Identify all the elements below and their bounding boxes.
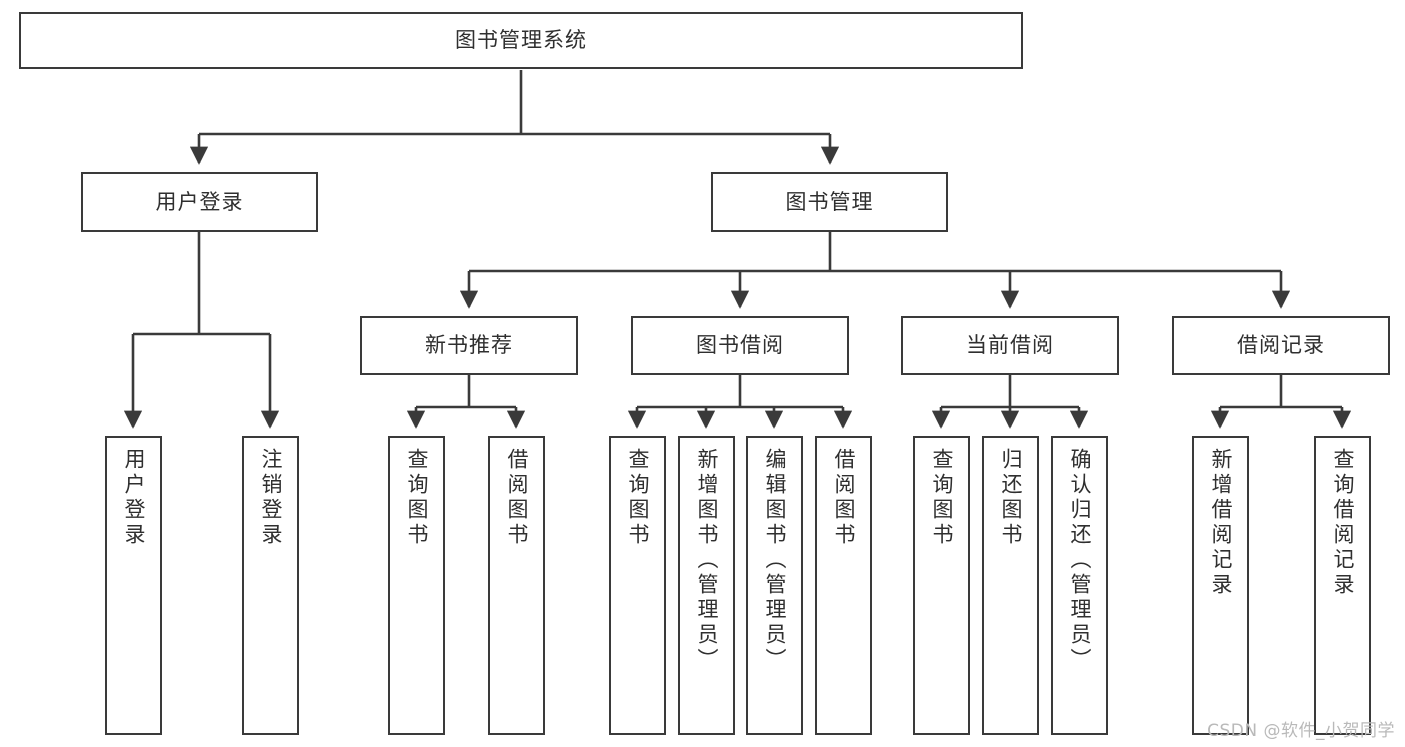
node-root-label: 图书管理系统 — [455, 28, 587, 53]
node-user-login-label: 用户登录 — [155, 189, 244, 214]
leaf-user-logout[interactable]: 注销登录 — [242, 436, 299, 735]
leaf-user-logout-label: 注销登录 — [259, 448, 283, 548]
leaf-borrow-book-1-label: 借阅图书 — [505, 448, 529, 548]
leaf-borrow-book-2-label: 借阅图书 — [832, 448, 856, 548]
leaf-return-book-label: 归还图书 — [999, 448, 1023, 548]
leaf-add-book[interactable]: 新增图书（管理员） — [678, 436, 735, 735]
leaf-return-book[interactable]: 归还图书 — [982, 436, 1039, 735]
leaf-add-record[interactable]: 新增借阅记录 — [1192, 436, 1249, 735]
node-root[interactable]: 图书管理系统 — [19, 12, 1023, 69]
leaf-query-book-1-label: 查询图书 — [405, 448, 429, 548]
leaf-query-book-2-label: 查询图书 — [626, 448, 650, 548]
leaf-edit-book[interactable]: 编辑图书（管理员） — [746, 436, 803, 735]
node-borrow-record-label: 借阅记录 — [1237, 333, 1325, 358]
node-book-manage-label: 图书管理 — [785, 189, 874, 214]
node-book-borrow[interactable]: 图书借阅 — [631, 316, 849, 375]
csdn-watermark: CSDN @软件_小贺同学 — [1207, 721, 1395, 741]
node-new-book-recommend-label: 新书推荐 — [425, 333, 513, 358]
node-book-manage[interactable]: 图书管理 — [711, 172, 948, 232]
leaf-query-book-2[interactable]: 查询图书 — [609, 436, 666, 735]
leaf-query-book-3-label: 查询图书 — [930, 448, 954, 548]
node-new-book-recommend[interactable]: 新书推荐 — [360, 316, 578, 375]
node-user-login[interactable]: 用户登录 — [81, 172, 318, 232]
leaf-borrow-book-1[interactable]: 借阅图书 — [488, 436, 545, 735]
node-book-borrow-label: 图书借阅 — [696, 333, 784, 358]
node-current-borrow[interactable]: 当前借阅 — [901, 316, 1119, 375]
leaf-borrow-book-2[interactable]: 借阅图书 — [815, 436, 872, 735]
node-borrow-record[interactable]: 借阅记录 — [1172, 316, 1390, 375]
leaf-query-record[interactable]: 查询借阅记录 — [1314, 436, 1371, 735]
node-current-borrow-label: 当前借阅 — [966, 333, 1054, 358]
leaf-confirm-return[interactable]: 确认归还（管理员） — [1051, 436, 1108, 735]
leaf-confirm-return-label: 确认归还（管理员） — [1068, 448, 1092, 673]
leaf-query-book-1[interactable]: 查询图书 — [388, 436, 445, 735]
leaf-query-record-label: 查询借阅记录 — [1331, 448, 1355, 598]
leaf-user-login-label: 用户登录 — [122, 448, 146, 548]
leaf-query-book-3[interactable]: 查询图书 — [913, 436, 970, 735]
leaf-add-book-label: 新增图书（管理员） — [695, 448, 719, 673]
leaf-add-record-label: 新增借阅记录 — [1209, 448, 1233, 598]
leaf-user-login[interactable]: 用户登录 — [105, 436, 162, 735]
leaf-edit-book-label: 编辑图书（管理员） — [763, 448, 787, 673]
